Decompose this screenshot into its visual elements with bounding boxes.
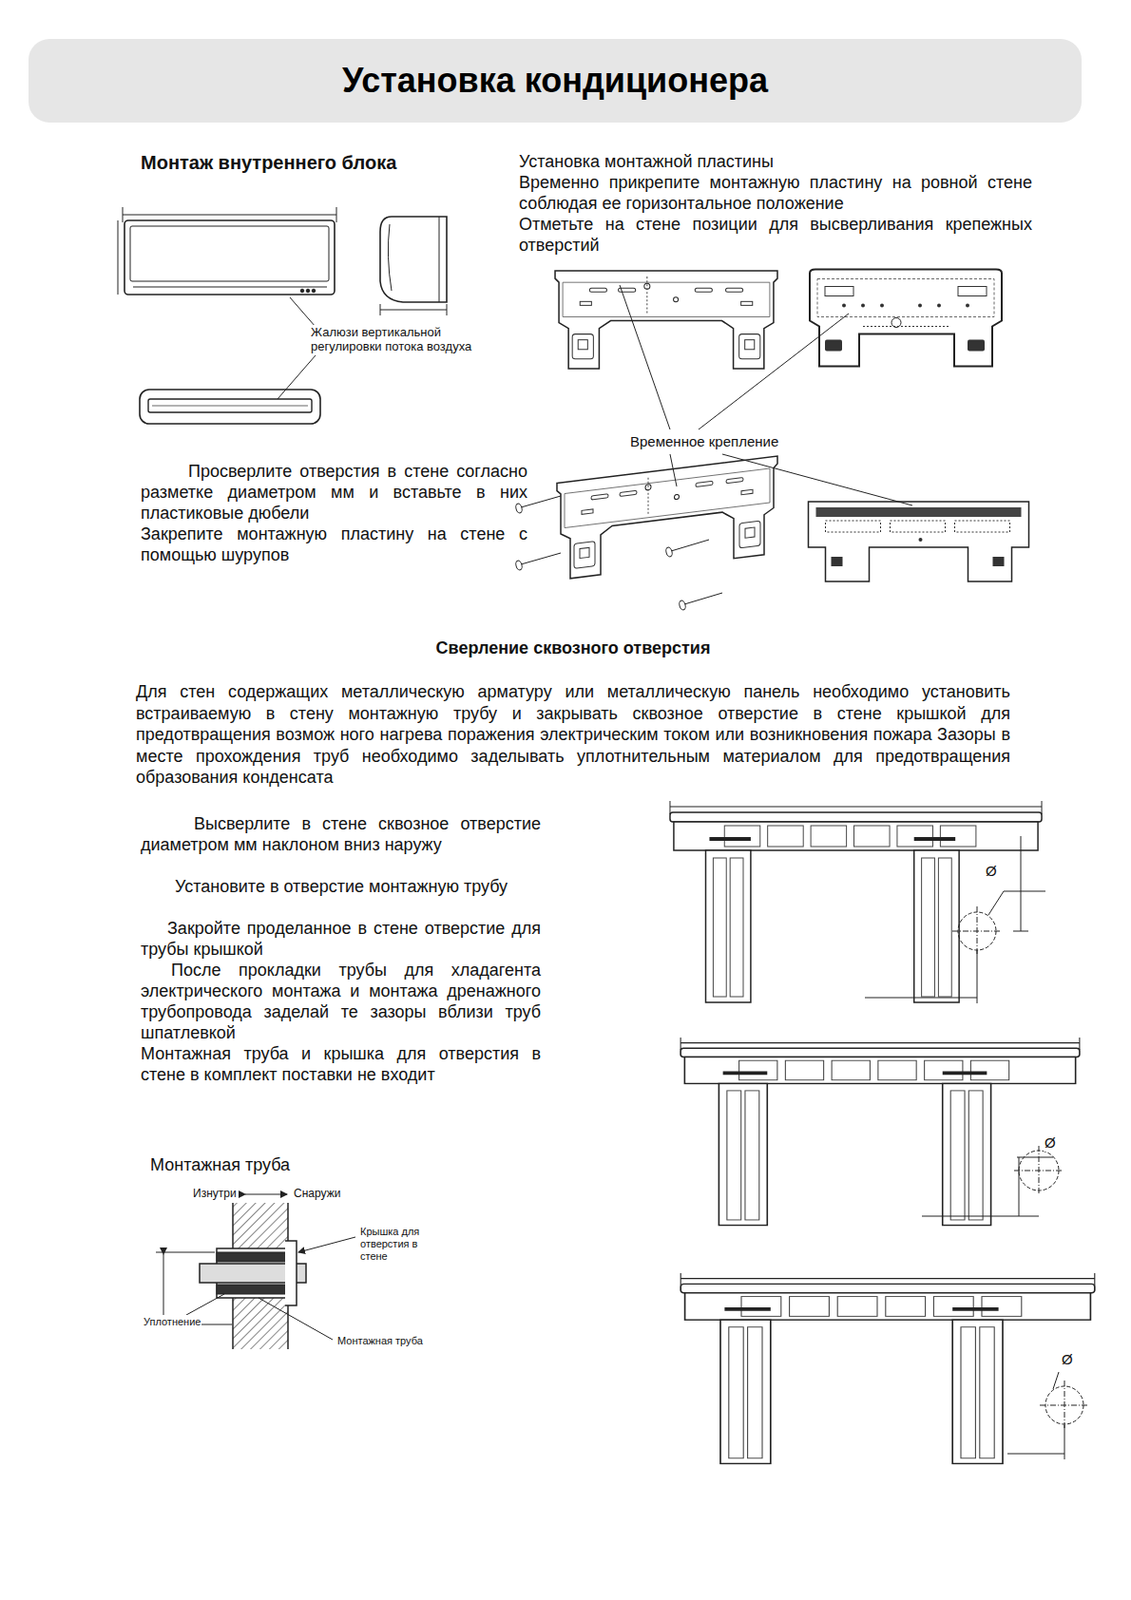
- page-title: Установка кондиционера: [28, 38, 1082, 123]
- mounting-plate: [809, 269, 1002, 367]
- diameter-symbol: Ø: [984, 862, 998, 881]
- instruction-text: Отметьте на стене позиции для высверлива…: [518, 213, 1033, 256]
- instruction-text: Закрепите монтажную пластину на стене с …: [140, 523, 528, 566]
- wall-hole-plate: [680, 1037, 1080, 1227]
- title-band: Установка кондиционера: [28, 38, 1082, 123]
- callout-label: Временное крепление: [629, 432, 780, 452]
- mounting-plate: [556, 456, 778, 580]
- mounting-plate: [555, 270, 778, 369]
- note-text: Монтажная труба и крышка для отверстия в…: [140, 1043, 541, 1086]
- warning-text: Для стен содержащих металлическую армату…: [135, 681, 1011, 789]
- screw: [515, 496, 723, 612]
- step-heading: Установка монтажной пластины: [518, 151, 1033, 173]
- section-heading: Монтаж внутреннего блока: [140, 150, 445, 175]
- instruction-text: После прокладки трубы для хладагента эле…: [140, 959, 541, 1044]
- instruction-text: Закройте проделанное в стене отверстие д…: [140, 918, 541, 960]
- section-heading: Сверление сквозного отверстия: [335, 636, 811, 660]
- part-label: Крышка для отверстия в стене: [359, 1226, 447, 1264]
- wall-hole-plate: [680, 1273, 1095, 1464]
- diameter-symbol: Ø: [1060, 1351, 1074, 1369]
- diameter-symbol: Ø: [1043, 1134, 1057, 1152]
- instruction-text: Установите в отверстие монтажную трубу: [140, 876, 541, 898]
- leader-line: [619, 285, 913, 506]
- direction-label: Снаружи: [292, 1187, 342, 1202]
- part-label: Монтажная труба: [336, 1334, 424, 1348]
- part-label: Уплотнение: [142, 1315, 202, 1329]
- indoor-unit-side: [380, 216, 447, 316]
- instruction-text: Высверлите в стене сквозное отверстие ди…: [140, 813, 541, 856]
- mounting-plate: [808, 501, 1030, 582]
- instruction-text: Просверлите отверстия в стене согласно р…: [140, 460, 528, 524]
- louver-strip: [139, 389, 321, 424]
- wall-hole-plate: [670, 801, 1042, 1003]
- figure-heading: Монтажная труба: [150, 1153, 388, 1177]
- wall-hole: [864, 836, 1090, 1460]
- instruction-text: Временно прикрепите монтажную пластину н…: [518, 172, 1033, 214]
- part-label: Жалюзи вертикальной регулировки потока в…: [309, 325, 502, 354]
- direction-label: Изнутри: [191, 1187, 238, 1202]
- indoor-unit-front: [117, 207, 337, 295]
